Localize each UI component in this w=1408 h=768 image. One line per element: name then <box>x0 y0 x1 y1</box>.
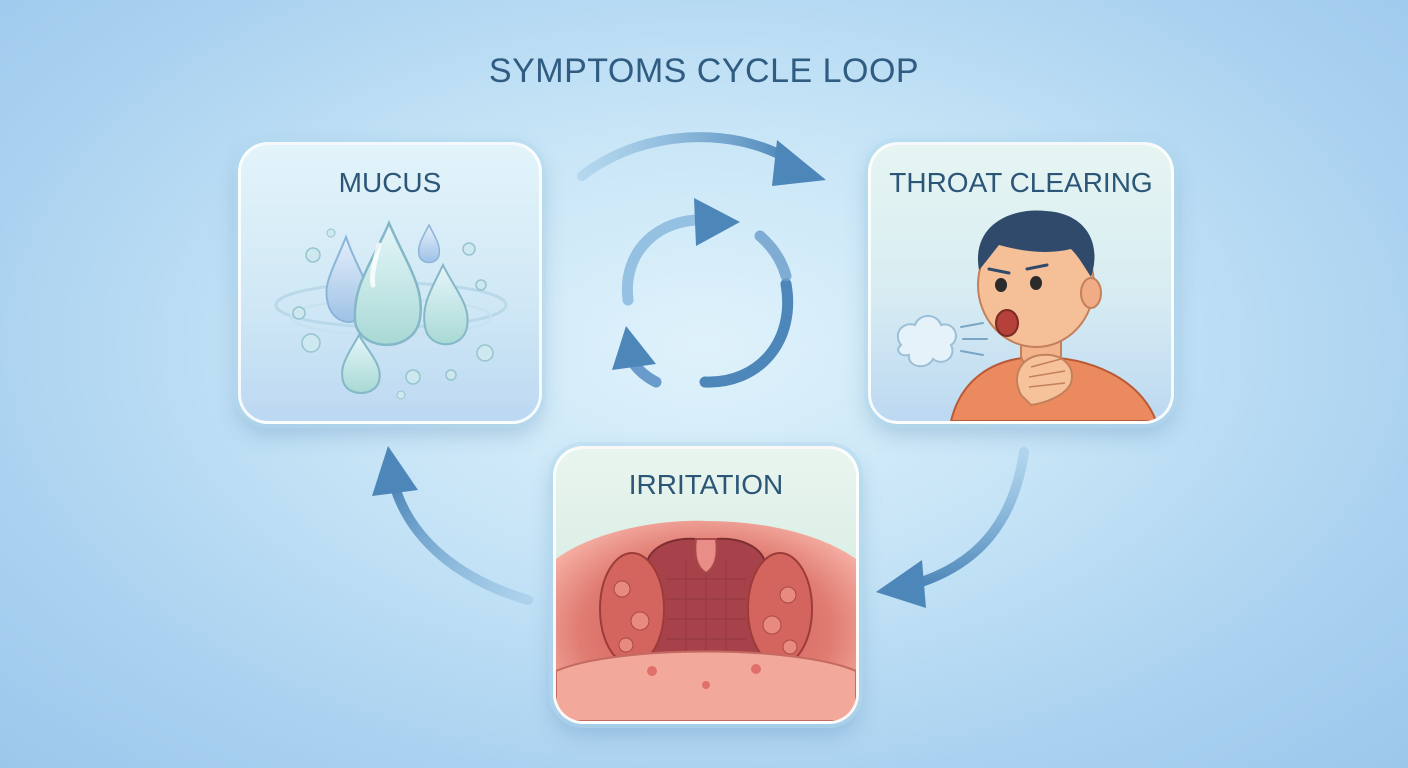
irritation-label: IRRITATION <box>628 469 784 500</box>
arrow-throat-clearing-to-irritation <box>876 447 1029 608</box>
throat-clearing-label: THROAT CLEARING <box>889 167 1153 198</box>
mucus-droplets-icon <box>274 219 508 400</box>
arrow-irritation-to-mucus <box>372 446 533 605</box>
irritation-card: IRRITATION <box>553 446 859 724</box>
throat-clearing-card: THROAT CLEARING <box>868 142 1174 424</box>
diagram-title: SYMPTOMS CYCLE LOOP <box>488 52 920 90</box>
mucus-label: MUCUS <box>338 167 442 198</box>
inflamed-throat-icon <box>556 520 856 721</box>
arrow-mucus-to-throat-clearing <box>577 132 826 186</box>
cycle-arrows-icon <box>612 198 794 388</box>
coughing-person-icon <box>896 210 1158 421</box>
mucus-card: MUCUS <box>238 142 542 424</box>
